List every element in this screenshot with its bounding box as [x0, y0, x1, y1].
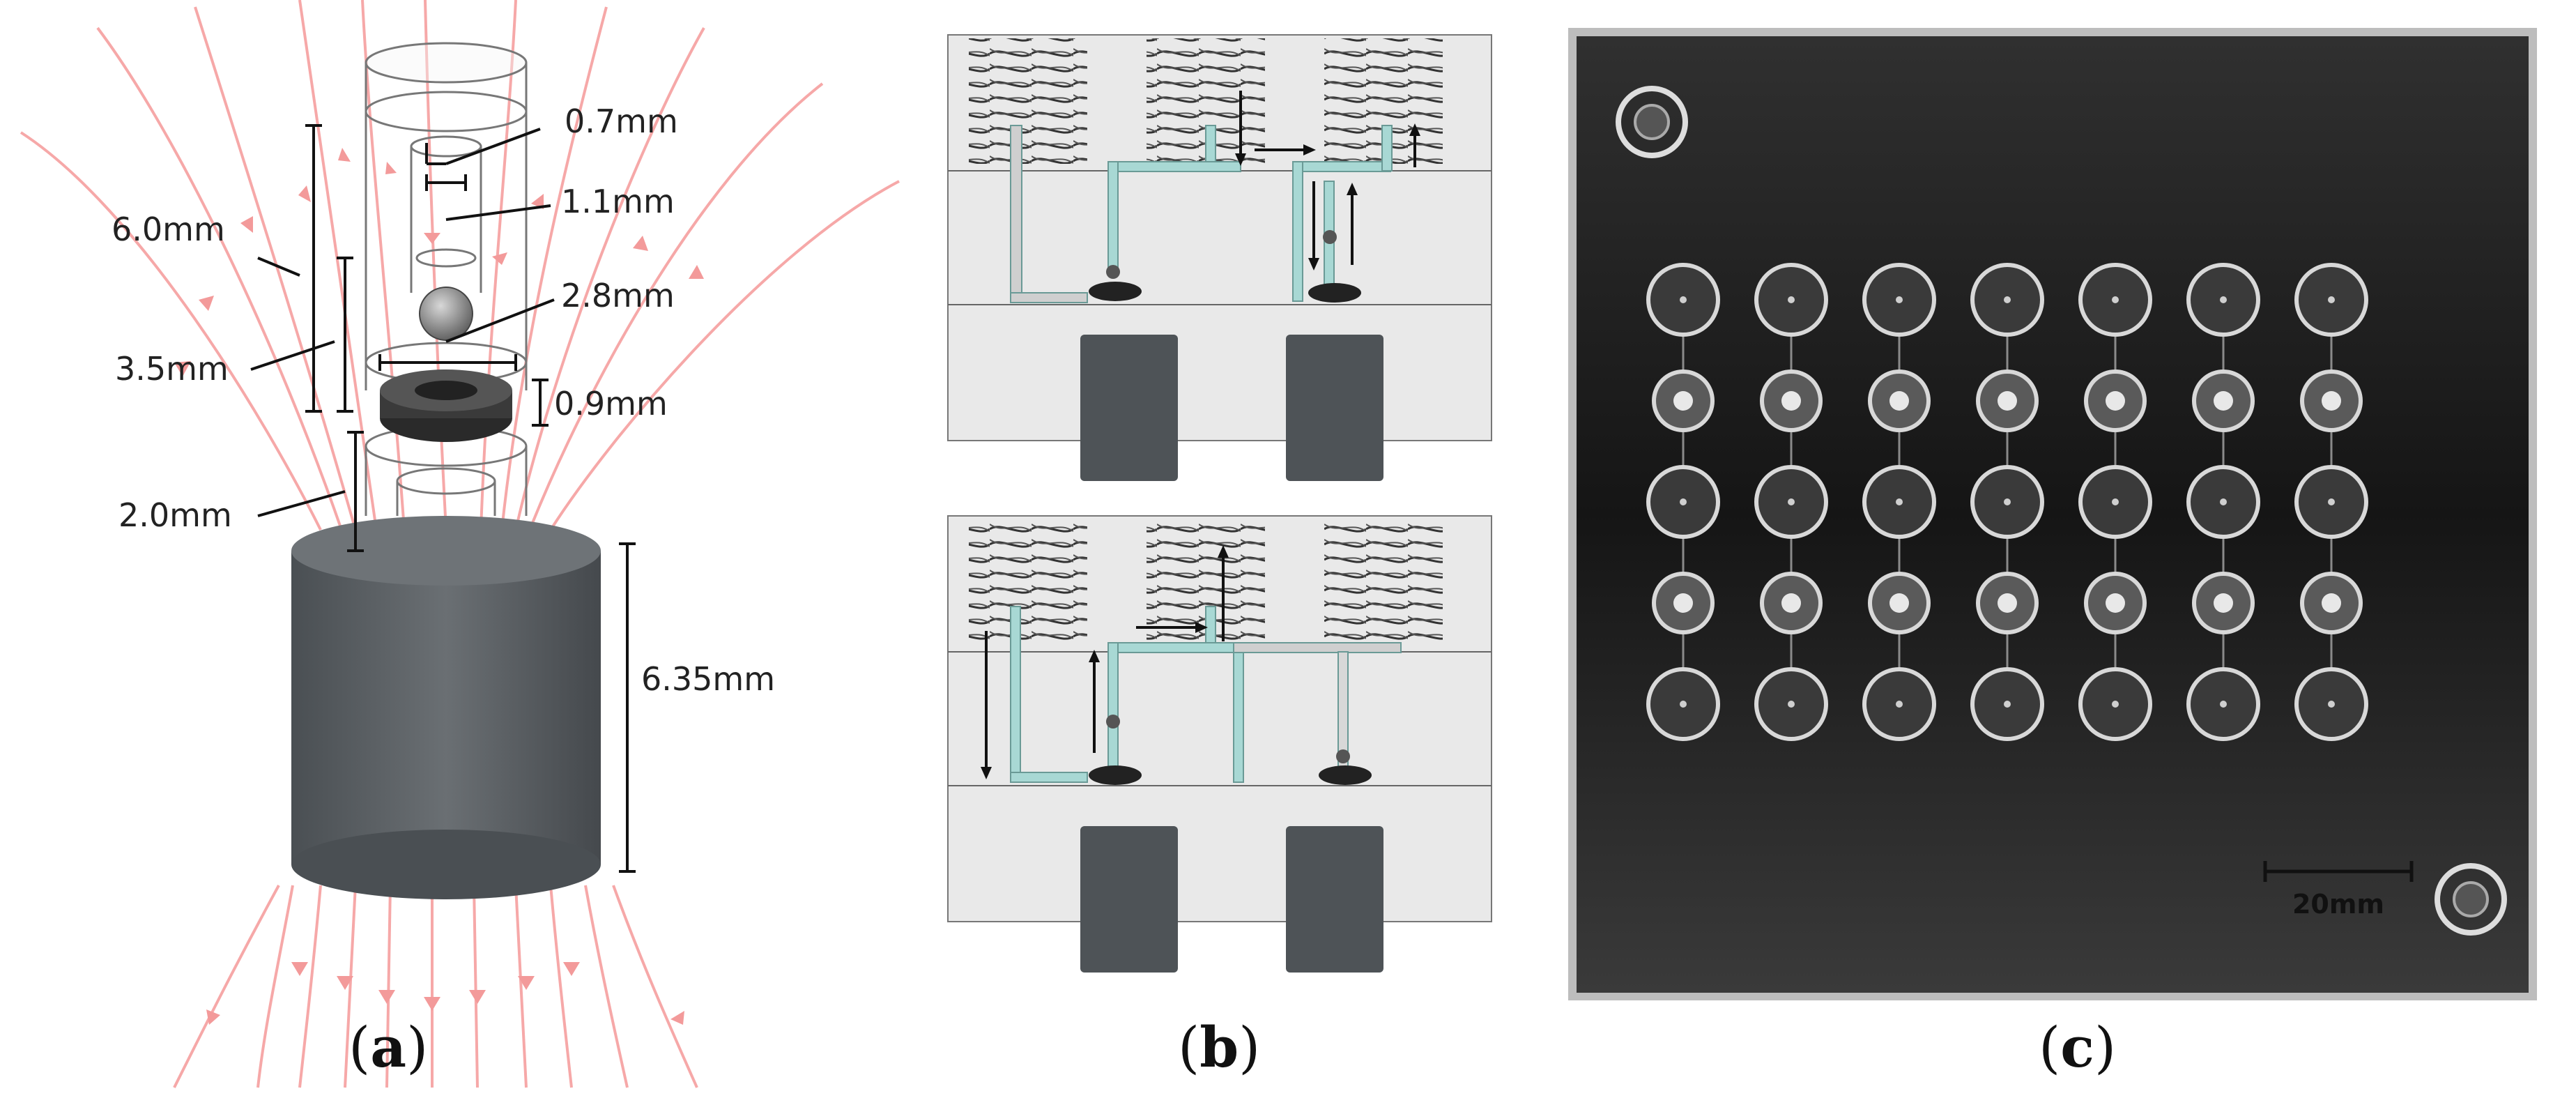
coil-reservoir-6: [1324, 519, 1443, 645]
well-grid: [1646, 263, 2368, 741]
dim-label-6.0mm: 6.0mm: [112, 211, 225, 248]
valve-tube: [365, 42, 528, 516]
magnet-bottom-left: [1080, 826, 1178, 973]
well-center: [2220, 296, 2227, 303]
well-center: [2112, 498, 2119, 505]
well-center: [1788, 498, 1795, 505]
well-center: [1680, 296, 1687, 303]
well-center: [1896, 498, 1903, 505]
well-center: [2328, 296, 2335, 303]
coil-reservoir-1: [969, 38, 1087, 164]
chip-body: [1577, 36, 2529, 993]
chip-photograph: 20mm: [1568, 28, 2537, 1000]
well-center: [1680, 498, 1687, 505]
well-center: [1788, 701, 1795, 708]
dim-label-6.35mm: 6.35mm: [641, 660, 775, 698]
well-center: [1998, 391, 2017, 411]
dim-label-3.5mm: 3.5mm: [115, 350, 229, 388]
well-center: [1781, 391, 1801, 411]
well-center: [1788, 296, 1795, 303]
well-center: [2214, 391, 2233, 411]
well-center: [1889, 593, 1909, 613]
well-center: [2328, 498, 2335, 505]
dim-label-0.9mm: 0.9mm: [554, 385, 668, 422]
well-center: [2220, 498, 2227, 505]
well-center: [2214, 593, 2233, 613]
panel-b-valve-operation: [906, 0, 1533, 1095]
magnet-bottom-right: [1286, 826, 1383, 973]
panel-c-chip-photo: 20mm: [1533, 0, 2576, 1095]
magnet-cylinder: [291, 516, 601, 899]
valve-schematic-drawing: 0.7mm 1.1mm 2.8mm 6.0mm 3.5mm 0.9mm 2.0m…: [20, 0, 900, 1088]
well-center: [1673, 391, 1693, 411]
panel-a-valve-schematic: 0.7mm 1.1mm 2.8mm 6.0mm 3.5mm 0.9mm 2.0m…: [0, 0, 906, 1095]
inlet-port: [1616, 86, 1688, 158]
outlet-port: [2435, 863, 2507, 936]
well-center: [1781, 593, 1801, 613]
dim-label-2.0mm: 2.0mm: [118, 496, 232, 534]
caption-b: (b): [1178, 1014, 1261, 1080]
well-center: [2112, 701, 2119, 708]
well-center: [1673, 593, 1693, 613]
well-center: [1896, 296, 1903, 303]
well-center: [2112, 296, 2119, 303]
well-center: [2106, 391, 2125, 411]
caption-c: (c): [2039, 1014, 2117, 1080]
steel-ball: [419, 287, 473, 341]
field-line-arrows: [174, 148, 704, 1025]
dim-label-0.7mm: 0.7mm: [565, 102, 678, 140]
well-center: [2004, 296, 2011, 303]
well-center: [2322, 593, 2341, 613]
o-ring: [380, 369, 512, 442]
well-center: [1998, 593, 2017, 613]
dimension-lines: [250, 124, 636, 873]
well-center: [1889, 391, 1909, 411]
caption-a: (a): [348, 1014, 429, 1080]
valve-state-bottom: [947, 515, 1492, 973]
magnet-top-right: [1286, 335, 1383, 481]
valve-state-top: [947, 34, 1492, 481]
magnet-top-left: [1080, 335, 1178, 481]
well-center: [2004, 701, 2011, 708]
coil-reservoir-4: [969, 519, 1087, 645]
dim-label-1.1mm: 1.1mm: [561, 183, 675, 220]
scale-bar: 20mm: [2263, 861, 2414, 920]
well-center: [2328, 701, 2335, 708]
well-center: [2220, 701, 2227, 708]
well-center: [2106, 593, 2125, 613]
well-center: [2004, 498, 2011, 505]
magnetic-field-lines: [20, 0, 900, 1088]
well-center: [1896, 701, 1903, 708]
scale-bar-label: 20mm: [2292, 889, 2384, 920]
chip-ports: [1616, 86, 2507, 936]
dim-label-2.8mm: 2.8mm: [561, 277, 675, 314]
well-center: [1680, 701, 1687, 708]
valve-operation-drawing: [947, 34, 1492, 973]
well-center: [2322, 391, 2341, 411]
